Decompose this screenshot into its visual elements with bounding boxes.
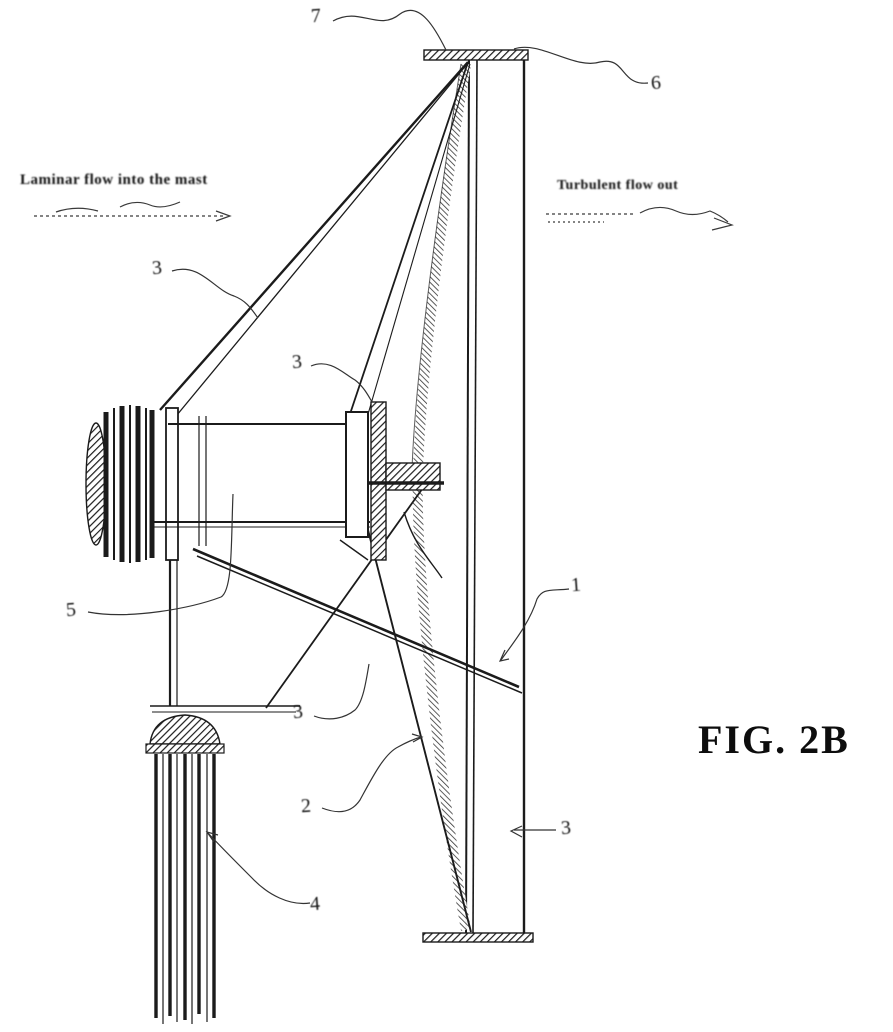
ref-label-1: 1 — [570, 573, 582, 597]
flow-arrows-right — [546, 206, 734, 231]
leader-lines — [87, 9, 649, 905]
stay-cables — [159, 61, 523, 933]
ref-label-4: 4 — [309, 892, 321, 916]
ref-label-3a: 3 — [151, 256, 163, 280]
flow-caption-right: Turbulent flow out — [557, 178, 679, 193]
flow-arrows-left — [34, 201, 232, 222]
figure-title: FIG. 2B — [698, 717, 850, 762]
flow-caption-left: Laminar flow into the mast — [20, 172, 208, 188]
ref-label-3b: 3 — [291, 350, 303, 374]
mast-frame — [411, 49, 534, 943]
ref-label-3d: 3 — [560, 816, 572, 840]
ref-label-5: 5 — [65, 598, 77, 622]
ref-label-3c: 3 — [292, 700, 304, 724]
tower — [145, 560, 300, 1024]
ref-label-7: 7 — [310, 4, 322, 28]
ref-label-6: 6 — [650, 71, 662, 95]
ref-label-2: 2 — [300, 794, 312, 818]
hub-assembly — [85, 401, 444, 579]
